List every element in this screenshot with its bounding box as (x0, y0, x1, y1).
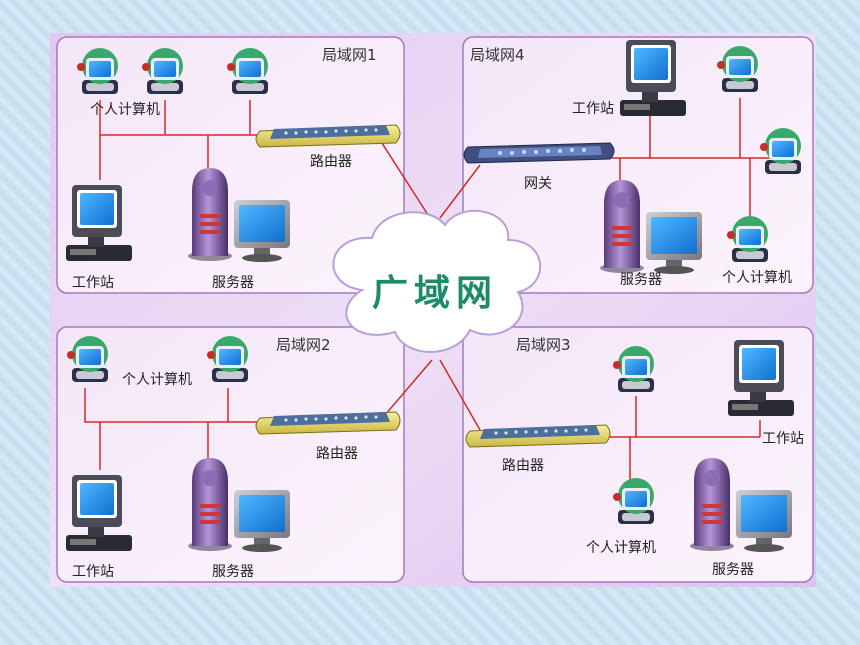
gateway-icon (463, 142, 615, 164)
lan4-panel (462, 36, 814, 294)
lan1-pc-label: 个人计算机 (90, 102, 160, 118)
lan1-panel (56, 36, 405, 294)
lan3-server-label: 服务器 (712, 562, 754, 578)
lan1-title: 局域网1 (322, 46, 377, 64)
lan1-router-label: 路由器 (310, 154, 352, 170)
lan1-workstation-label: 工作站 (72, 275, 114, 291)
lan2-router-label: 路由器 (316, 446, 358, 462)
lan2-workstation-label: 工作站 (72, 564, 114, 580)
wan-label: 广域网 (371, 273, 498, 314)
lan1-server-label: 服务器 (212, 275, 254, 291)
cloud-icon (332, 209, 542, 353)
lan4-pc-label: 个人计算机 (722, 270, 792, 286)
lan2-title: 局域网2 (276, 336, 331, 354)
lan4-server-label: 服务器 (620, 272, 662, 288)
lan3-title: 局域网3 (516, 336, 571, 354)
lan4-gateway-label: 网关 (524, 176, 552, 192)
lan4-workstation-label: 工作站 (572, 101, 614, 117)
lan2-pc-label: 个人计算机 (122, 372, 192, 388)
lan4-title: 局域网4 (470, 46, 525, 64)
lan3-workstation-label: 工作站 (762, 431, 804, 447)
lan2-server-label: 服务器 (212, 564, 254, 580)
lan3-pc-label: 个人计算机 (586, 540, 656, 556)
lan2-panel (56, 326, 405, 583)
lan3-router-label: 路由器 (502, 458, 544, 474)
